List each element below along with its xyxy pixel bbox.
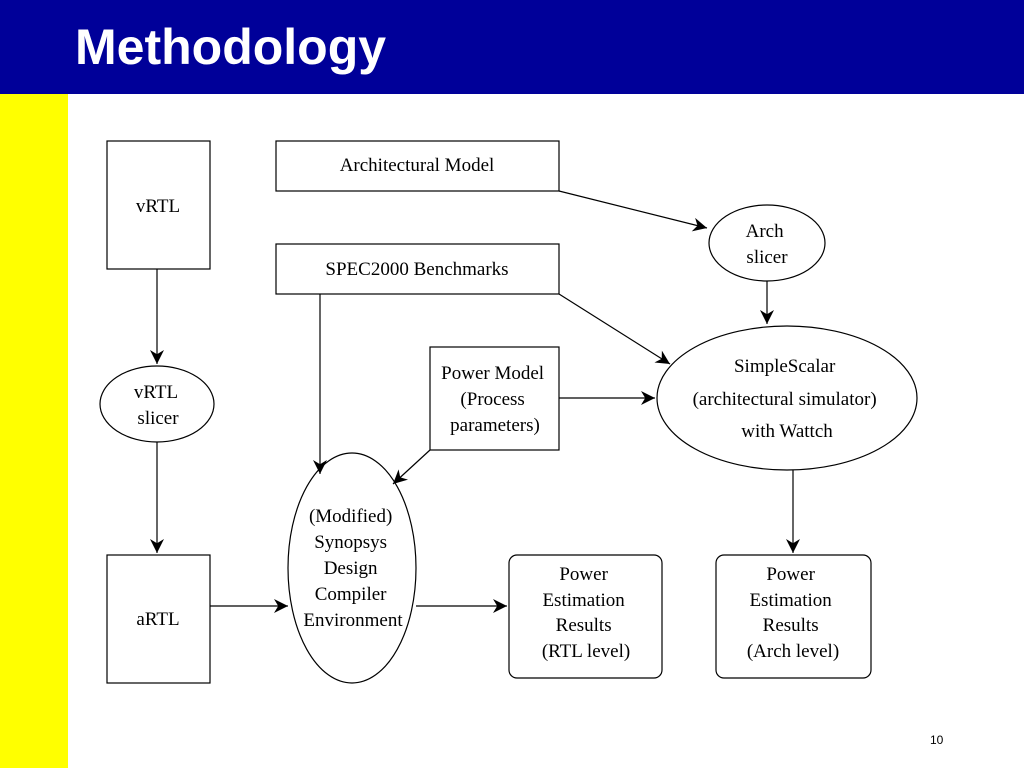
arch-slicer-ellipse	[708, 204, 826, 282]
power-model-label: Power Model (Process parameters)	[441, 363, 549, 436]
vrtl-box	[106, 140, 211, 270]
simplescalar-ellipse	[656, 325, 918, 471]
synopsys-label: (Modified) Synopsys Design Compiler Envi…	[303, 506, 403, 631]
power-arch-box	[715, 554, 872, 679]
artl-label: aRTL	[136, 609, 179, 630]
page-number: 10	[930, 733, 944, 747]
spec-box	[275, 243, 560, 295]
power-arch-label: Power Estimation Results (Arch level)	[747, 564, 839, 662]
arch-model-label: Architectural Model	[340, 155, 495, 176]
side-accent-bar	[0, 94, 68, 768]
slide-title: Methodology	[75, 19, 387, 75]
vrtl-slicer-label: vRTL slicer	[134, 382, 182, 429]
title-bar	[0, 0, 1024, 94]
artl-box	[106, 554, 211, 684]
power-rtl-box	[508, 554, 663, 679]
vrtl-label: vRTL	[136, 196, 180, 217]
arrow-archmodel-to-archslicer	[558, 190, 708, 232]
power-model-box	[429, 346, 560, 451]
power-rtl-label: Power Estimation Results (RTL level)	[542, 564, 630, 662]
arch-slicer-label: Arch slicer	[746, 221, 789, 268]
simplescalar-label: SimpleScalar (architectural simulator) w…	[693, 356, 882, 442]
arrow-powermodel-to-synopsys	[392, 449, 431, 485]
spec-label: SPEC2000 Benchmarks	[325, 259, 508, 280]
vrtl-slicer-ellipse	[99, 365, 215, 443]
arch-model-box	[275, 140, 560, 192]
arrow-spec-to-simplescalar	[558, 293, 671, 365]
synopsys-ellipse	[287, 452, 417, 684]
